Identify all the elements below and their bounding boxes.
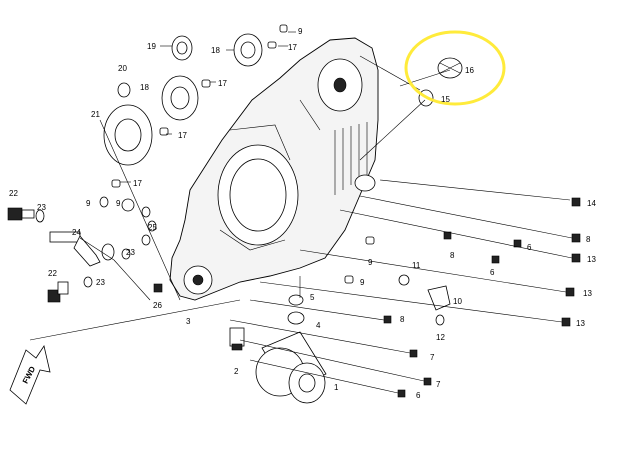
label-8c: 8 [586,235,591,244]
bearing-18-upper [233,33,263,67]
label-19: 19 [147,42,156,51]
label-26: 26 [153,301,162,310]
label-11: 11 [412,261,421,270]
label-23a: 23 [37,203,46,212]
fitting-22-upper [7,207,45,223]
drain-plug-26 [153,283,163,293]
crankcase-cover [169,37,379,301]
label-10: 10 [453,297,462,306]
fitting-22-lower [47,276,93,303]
label-25: 25 [148,223,157,232]
switch-10 [427,285,451,326]
label-8b: 8 [400,315,405,324]
label-6a: 6 [527,243,532,252]
part-labels: 19 18 9 17 20 18 17 21 17 17 22 23 9 9 2… [9,27,596,400]
label-22a: 22 [9,189,18,198]
bolts [383,197,581,398]
label-6c: 6 [416,391,421,400]
label-9c: 9 [116,199,121,208]
label-7b: 7 [436,380,441,389]
bearing-21 [103,104,153,166]
label-22b: 22 [48,269,57,278]
washers-9 [99,196,157,246]
label-9e: 9 [360,278,365,287]
oring-11 [398,274,410,286]
label-15: 15 [441,95,450,104]
label-18a: 18 [211,46,220,55]
highlight-circle [404,30,506,106]
label-17d: 17 [133,179,142,188]
label-17a: 17 [288,43,297,52]
label-13c: 13 [576,319,585,328]
label-24: 24 [72,228,81,237]
leader-lines [29,31,573,394]
label-23c: 23 [96,278,105,287]
seal-20 [117,82,131,98]
label-8a: 8 [450,251,455,260]
bearing-19 [171,35,193,61]
dowel-pins [111,24,375,284]
label-18b: 18 [140,83,149,92]
label-21: 21 [91,110,100,119]
label-23b: 23 [126,248,135,257]
label-17c: 17 [178,131,187,140]
oil-filter-1 [255,331,327,404]
label-3: 3 [186,317,191,326]
label-14: 14 [587,199,596,208]
filter-stud-2 [229,327,245,351]
label-2: 2 [234,367,239,376]
label-13a: 13 [587,255,596,264]
label-4: 4 [316,321,321,330]
label-9a: 9 [298,27,303,36]
label-9b: 9 [86,199,91,208]
label-17b: 17 [218,79,227,88]
label-5: 5 [310,293,315,302]
bearing-18-lower [161,75,199,121]
label-9d: 9 [368,258,373,267]
label-12: 12 [436,333,445,342]
forward-arrow-icon: FWD [9,345,51,405]
label-13b: 13 [583,289,592,298]
pipe-24 [49,231,131,267]
label-7a: 7 [430,353,435,362]
label-20: 20 [118,64,127,73]
cap-16 [437,57,463,79]
plug-4 [287,294,305,325]
label-1: 1 [334,383,339,392]
label-16: 16 [465,66,474,75]
label-6b: 6 [490,268,495,277]
